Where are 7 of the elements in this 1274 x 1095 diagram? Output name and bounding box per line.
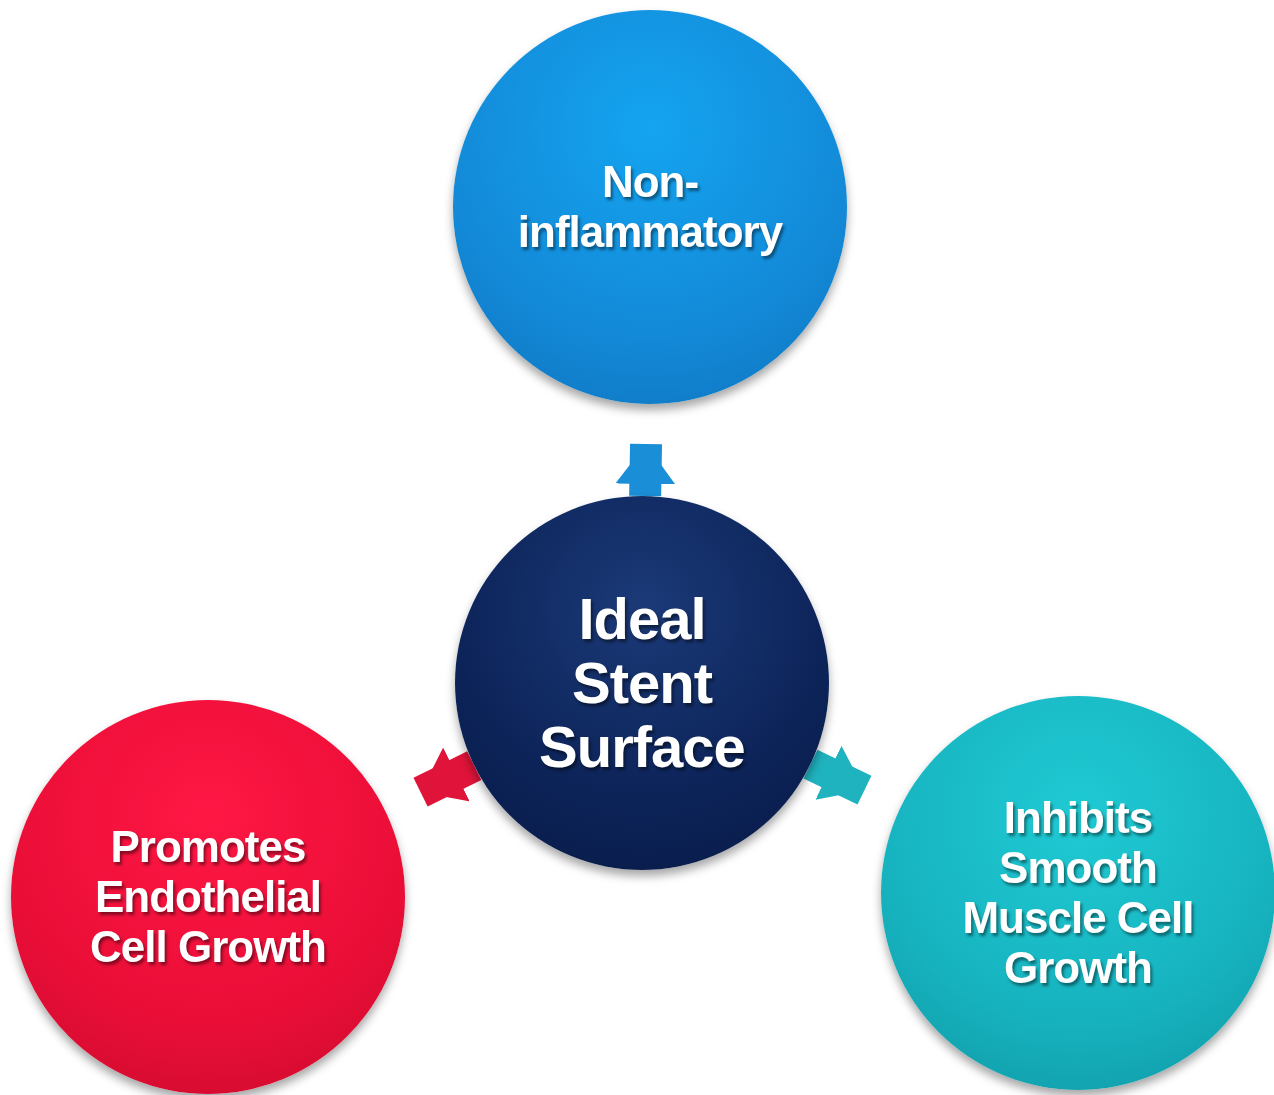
- block-arrow: [803, 745, 872, 805]
- block-arrow: [413, 747, 482, 807]
- node-label: Inhibits Smooth Muscle Cell Growth: [961, 793, 1195, 993]
- node-label: Non-inflammatory: [516, 157, 784, 257]
- node-label: Ideal Stent Surface: [538, 587, 746, 779]
- node-label: Promotes Endothelial Cell Growth: [89, 822, 327, 972]
- block-arrow: [615, 443, 676, 497]
